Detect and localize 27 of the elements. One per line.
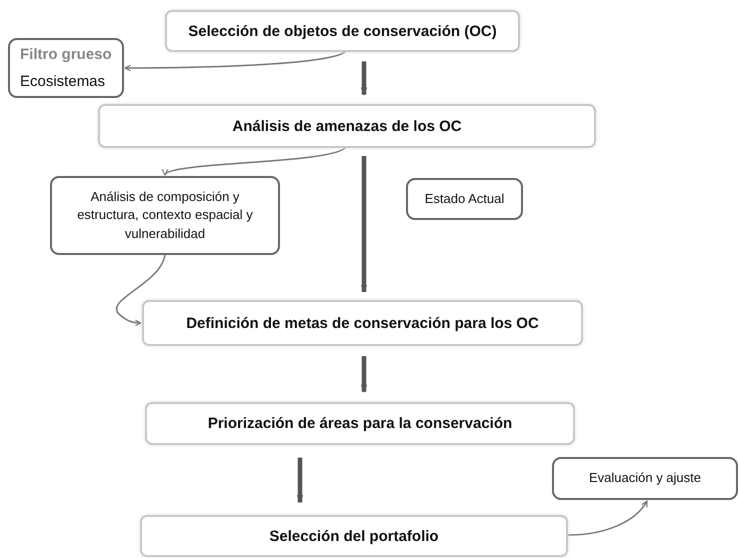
box-text: Estado Actual [424, 190, 504, 208]
box-text: Evaluación y ajuste [588, 469, 701, 488]
arrow [296, 458, 304, 504]
arrow [360, 356, 368, 393]
arrow [568, 500, 648, 536]
box-text: Análisis de amenazas de los OC [232, 118, 462, 134]
arrow [164, 147, 346, 176]
box-text: Definición de metas de conservación para los OC [185, 314, 540, 332]
note-box [406, 178, 523, 220]
arrow [124, 51, 346, 72]
process-box [165, 10, 520, 52]
arrow [360, 61, 368, 96]
box-text: Análisis de composición y estructura, contexto espacial y vulnerabilidad [76, 188, 254, 243]
box-text: Selección de objetos de conservación (OC) [187, 22, 498, 40]
box-text: Selección del portafolio [269, 528, 439, 544]
arrow [360, 156, 368, 293]
box-heading: Filtro grueso [20, 45, 112, 65]
process-box [142, 300, 583, 346]
process-box [145, 402, 575, 445]
process-box [98, 104, 596, 148]
note-box [8, 38, 124, 98]
arrow [116, 254, 166, 326]
note-box [50, 176, 280, 255]
box-text: Ecosistemas [20, 72, 106, 92]
note-box [552, 457, 738, 500]
process-box [140, 515, 568, 557]
box-text: Priorización de áreas para la conservación [206, 415, 514, 432]
